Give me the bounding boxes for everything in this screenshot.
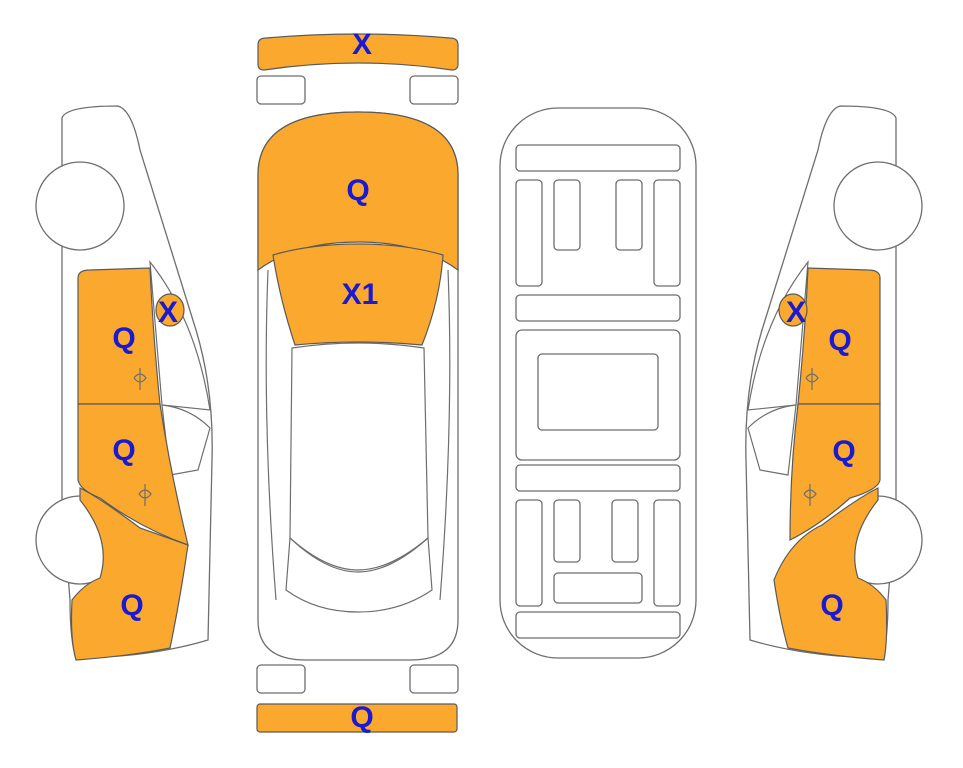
underbody-panel-a1: [515, 179, 543, 287]
underbody-panel-e1: [515, 499, 543, 607]
left-side-view: X Q Q Q: [35, 105, 213, 661]
left-door-handle-icon: [133, 368, 147, 390]
right-window-strip: [439, 269, 451, 601]
front-left-light: [256, 75, 306, 105]
left-window-line-2: [161, 404, 211, 476]
front-bumper-label: X: [352, 28, 372, 61]
left-rear-quarter[interactable]: [70, 487, 189, 661]
underbody-panel-a4: [653, 179, 681, 287]
left-window-line: [149, 260, 211, 411]
left-mirror-label: X: [158, 296, 178, 329]
right-door-handle-icon-2: [803, 484, 817, 506]
underbody-panel-a2: [553, 179, 581, 251]
rear-right-light: [409, 664, 459, 694]
front-right-light: [409, 75, 459, 105]
right-rear-door-label: Q: [832, 435, 855, 468]
right-front-door[interactable]: [797, 267, 881, 405]
left-door-handle-icon-2: [138, 484, 152, 506]
left-front-door-label: Q: [112, 322, 135, 355]
rear-window-outline: [285, 536, 433, 613]
underbody-panel-e4: [653, 499, 681, 607]
underbody-panel-c-inner: [537, 353, 659, 431]
right-window-line: [747, 260, 809, 411]
underbody-view: [499, 107, 697, 659]
right-rear-quarter[interactable]: [773, 487, 888, 661]
underbody-panel-e3: [611, 499, 639, 563]
underbody-panel-bottom: [515, 611, 681, 639]
right-rear-quarter-label: Q: [820, 589, 843, 622]
rear-bumper-label: Q: [350, 701, 373, 734]
roof-outline: [289, 342, 429, 571]
hood-label: Q: [346, 174, 369, 207]
underbody-panel-e2: [553, 499, 581, 563]
right-front-wheel: [833, 161, 923, 251]
front-bumper[interactable]: [257, 33, 459, 71]
left-front-wheel: [35, 161, 125, 251]
right-mirror[interactable]: [778, 293, 808, 327]
left-rear-quarter-label: Q: [120, 589, 143, 622]
right-front-door-label: Q: [828, 324, 851, 357]
windshield[interactable]: [272, 243, 444, 346]
underbody-panel-f: [553, 572, 643, 604]
underbody-panel-b: [515, 294, 681, 322]
right-side-view: X Q Q Q: [745, 105, 923, 661]
windshield-label: X1: [342, 278, 379, 311]
left-rear-door-label: Q: [112, 434, 135, 467]
top-view: X Q X1 Q: [256, 28, 459, 734]
right-door-handle-icon: [805, 368, 819, 390]
rear-bumper[interactable]: [256, 703, 458, 733]
right-mirror-label: X: [786, 296, 806, 329]
left-mirror[interactable]: [155, 293, 185, 327]
right-window-line-2: [747, 404, 797, 476]
right-rear-door[interactable]: [789, 403, 881, 541]
underbody-panel-d: [515, 464, 681, 492]
hood[interactable]: [257, 111, 459, 272]
underbody-panel-a3: [615, 179, 643, 251]
rear-left-light: [256, 664, 306, 694]
left-window-strip: [265, 269, 277, 601]
underbody-panel-top: [515, 144, 681, 172]
